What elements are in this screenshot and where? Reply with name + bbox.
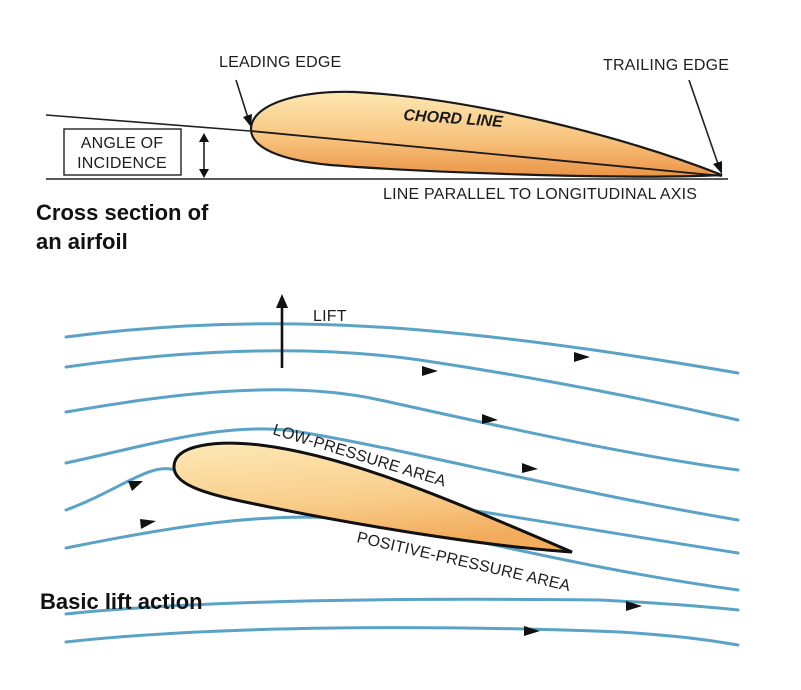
streamline [64,626,740,647]
lift-arrow [276,294,288,368]
streamline [64,322,740,375]
airfoil-cross-section [249,90,723,178]
chord-line [250,130,723,177]
lift-label: LIFT [313,308,347,325]
incidence-label: INCIDENCE [77,155,167,172]
trailing-edge-label: TRAILING EDGE [603,57,729,74]
trailing-edge-pointer [688,79,722,174]
flow-arrows [128,352,642,636]
flow-arrow [482,414,498,424]
flow-arrow [574,352,590,362]
flow-arrow [524,626,540,636]
streamline [64,349,740,422]
parallel-line-label: LINE PARALLEL TO LONGITUDINAL AXIS [383,186,697,203]
flow-arrow [522,463,538,473]
chord-line-label: CHORD LINE [403,107,505,131]
flow-arrow [422,366,438,376]
leading-edge-label: LEADING EDGE [219,54,341,71]
incidence-label-box [63,128,182,176]
streamline [64,597,740,616]
streamline [64,427,740,522]
lift-action-caption: Basic lift action [40,589,203,614]
cross-section-caption-2: an airfoil [36,229,128,254]
flow-arrow [626,601,642,611]
lift-action-figure: LIFT LOW-PRESSURE AREA POSITIVE-PRESSURE… [40,294,740,647]
incidence-double-arrow [199,133,209,178]
leading-edge-pointer [235,79,252,127]
cross-section-caption: Cross section of [36,200,209,225]
airfoil-lift [172,441,573,554]
streamlines [64,322,740,647]
angle-of-label: ANGLE OF [81,135,164,152]
streamline [64,388,740,472]
flow-arrow [128,481,143,491]
chord-extension-line [45,114,251,132]
flow-arrow [140,519,156,529]
cross-section-figure: ANGLE OF INCIDENCE LEADING EDGE TRAILING… [36,54,729,254]
